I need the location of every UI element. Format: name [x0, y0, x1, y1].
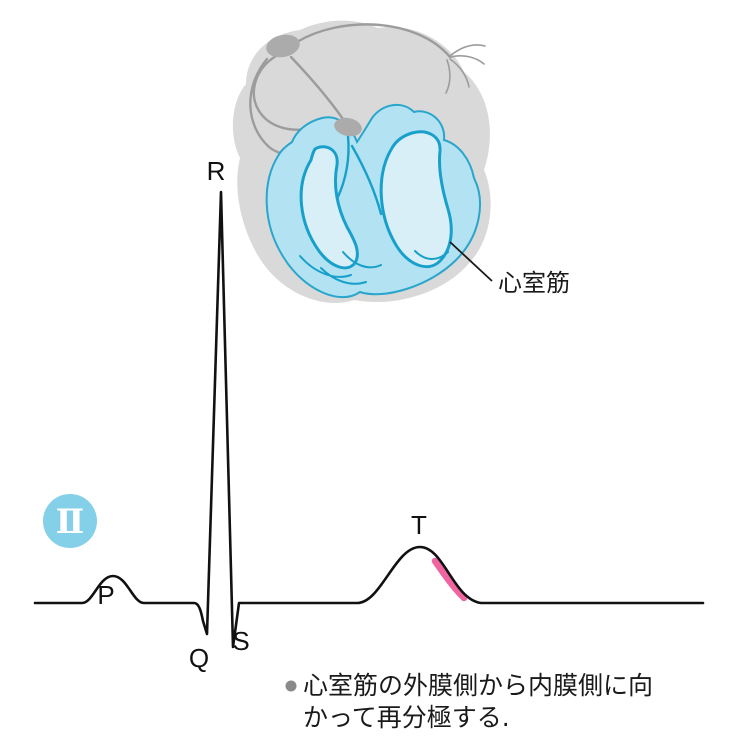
callout-line — [449, 241, 493, 282]
heart-illustration: 心室筋 — [232, 20, 570, 303]
purkinje-fibers — [299, 134, 449, 285]
left-ventricle-cavity — [379, 130, 453, 268]
lead-badge-circle — [43, 494, 97, 548]
t-wave-repolarization-highlight — [431, 557, 468, 602]
fan-fiber — [449, 58, 470, 88]
ecg-trace — [33, 190, 705, 649]
sa-node — [266, 34, 300, 58]
wave-label-t: T — [411, 510, 427, 540]
ecg-waveform: P Q R S T — [33, 156, 705, 673]
lead-badge-label: Ⅱ — [56, 502, 85, 542]
fan-fiber — [445, 59, 451, 94]
lead-badge: Ⅱ — [43, 494, 97, 548]
trabecula-fiber — [342, 251, 382, 269]
right-ventricle-cavity — [299, 145, 359, 270]
wave-label-q: Q — [189, 643, 209, 673]
note: 心室筋の外膜側から内膜側に向 かって再分極する. — [285, 671, 653, 732]
trabecula-fiber — [414, 250, 449, 260]
conduction-internodal-path — [289, 55, 345, 121]
wave-label-s: S — [232, 626, 249, 656]
trabecula-fiber — [299, 255, 352, 278]
atrial-fiber-fan — [445, 44, 486, 94]
bundle-branch-left — [335, 134, 350, 201]
note-bullet-icon — [285, 680, 297, 692]
note-line-2: かって再分極する. — [303, 703, 510, 732]
conduction-left-loop — [252, 54, 313, 131]
fan-fiber — [449, 44, 486, 57]
av-node — [334, 117, 362, 137]
callout-label: 心室筋 — [498, 269, 570, 297]
wave-label-r: R — [207, 156, 226, 186]
note-line-1: 心室筋の外膜側から内膜側に向 — [303, 671, 653, 700]
trabecula-fiber — [320, 267, 367, 285]
wave-label-p: P — [97, 580, 114, 610]
fan-fiber — [450, 55, 485, 65]
bundle-branch-right — [350, 144, 383, 216]
conduction-top-arc — [295, 23, 452, 59]
